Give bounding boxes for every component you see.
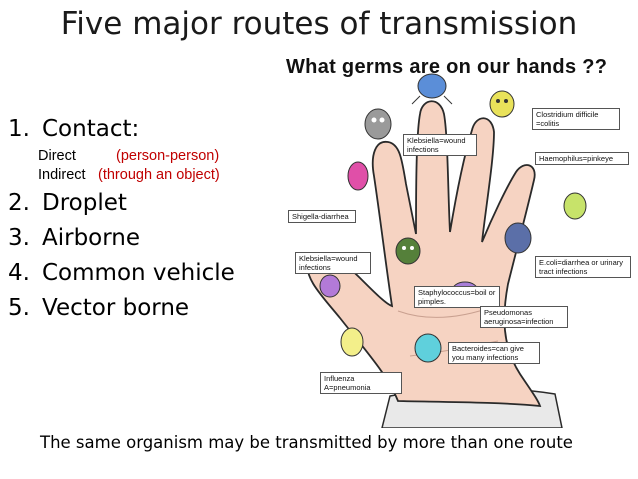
germ-icon (395, 237, 421, 265)
figure-heading: What germs are on our hands ?? (286, 56, 608, 78)
route-number: 4. (8, 260, 30, 286)
route-label: Contact: (42, 116, 140, 142)
germ-icon (364, 108, 392, 140)
contact-direct-note: (person-person) (116, 148, 220, 164)
germ-icon (504, 222, 532, 254)
callout-haemophilus: Haemophilus=pinkeye (535, 152, 629, 165)
callout-klebsiella-left: Klebsiella=wound infections (295, 252, 371, 274)
callout-bacteroides: Bacteroides=can give you many infections (448, 342, 540, 364)
callout-ecoli: E.coli=diarrhea or urinary tract infecti… (535, 256, 631, 278)
contact-indirect-note: (through an object) (98, 167, 220, 183)
callout-staph: Staphylococcus=boil or pimples. (414, 286, 500, 308)
hand-shape (306, 100, 542, 408)
hand-drawing (306, 73, 587, 428)
route-number: 5. (8, 295, 30, 321)
callout-clostridium: Clostridium difficile =colitis (532, 108, 620, 130)
germ-icon (319, 274, 341, 298)
callout-influenza: Influenza A=pneumonia (320, 372, 402, 394)
route-number: 1. (8, 116, 30, 142)
route-number: 2. (8, 190, 30, 216)
route-common-vehicle: 4. Common vehicle (8, 258, 235, 288)
callout-pseudomonas: Pseudomonas aeruginosa=infection (480, 306, 568, 328)
route-contact: 1. Contact: (8, 114, 235, 144)
route-vector-borne: 5. Vector borne (8, 293, 235, 323)
germs-hand-illustration: What germs are on our hands ?? Clostridi… (270, 56, 638, 428)
contact-direct: Direct (person-person) (38, 147, 235, 166)
route-label: Vector borne (42, 295, 190, 321)
footer-note: The same organism may be transmitted by … (40, 433, 573, 452)
contact-indirect-label: Indirect (38, 167, 86, 183)
route-label: Droplet (42, 190, 127, 216)
contact-indirect: Indirect (through an object) (38, 166, 235, 185)
germ-icon (414, 333, 442, 363)
germ-icon (563, 192, 587, 220)
contact-direct-label: Direct (38, 148, 76, 164)
germ-icon (340, 327, 364, 357)
callout-shigella: Shigella-diarrhea (288, 210, 356, 223)
route-label: Airborne (42, 225, 141, 251)
routes-list: 1. Contact: Direct (person-person) Indirec… (8, 114, 235, 323)
route-droplet: 2. Droplet (8, 188, 235, 218)
route-number: 3. (8, 225, 30, 251)
germ-icon (411, 73, 453, 105)
germ-icon (347, 161, 369, 191)
route-label: Common vehicle (42, 260, 235, 286)
route-airborne: 3. Airborne (8, 223, 235, 253)
slide-title: Five major routes of transmission (60, 6, 578, 42)
germ-icon (489, 90, 515, 118)
callout-klebsiella-top: Klebsiella=wound infections (403, 134, 477, 156)
